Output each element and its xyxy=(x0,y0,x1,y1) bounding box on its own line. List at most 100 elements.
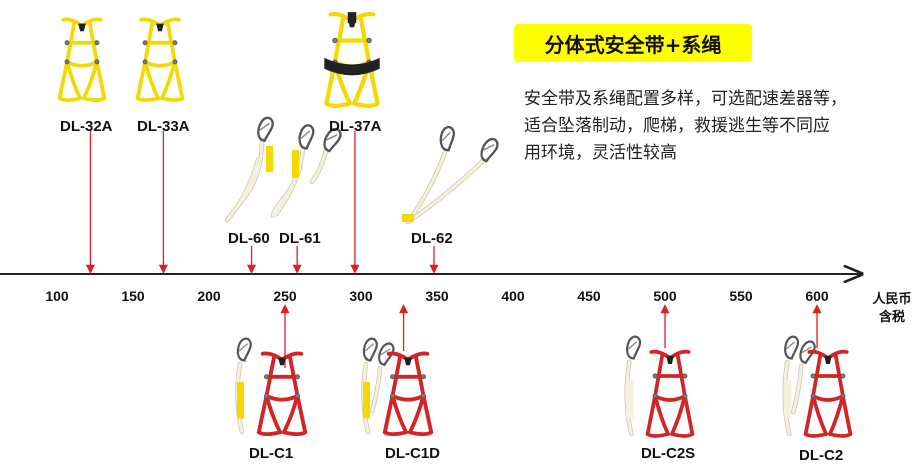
tick-label: 350 xyxy=(425,288,449,304)
model-label: DL-C2S xyxy=(641,445,696,462)
snap-hook-icon xyxy=(784,335,800,360)
model-label: DL-37A xyxy=(329,118,382,135)
snap-hook-icon xyxy=(439,125,455,152)
tick-label: 250 xyxy=(273,288,297,304)
snap-hook-icon xyxy=(257,116,274,143)
harness-back-plate xyxy=(78,23,86,32)
harness-strap xyxy=(828,394,845,436)
model-label: DL-C1D xyxy=(385,445,440,462)
harness-strap xyxy=(57,96,82,102)
harness-with-double-lanyard-icon xyxy=(361,337,434,437)
snap-hook-icon xyxy=(298,124,315,150)
harness-strap xyxy=(645,432,670,438)
harness-strap xyxy=(143,60,177,68)
tick-label: 600 xyxy=(805,288,829,304)
harness-strap xyxy=(653,394,670,436)
harness-buckle xyxy=(420,393,426,399)
tick-label: 200 xyxy=(197,288,221,304)
description-line: 安全带及系绳配置多样，可选配速差器等， xyxy=(524,89,847,109)
harness-strap xyxy=(135,96,160,102)
snap-hook-gate xyxy=(801,346,812,354)
snap-hook-icon xyxy=(378,342,395,367)
harness-strap xyxy=(324,101,353,108)
snap-hook-gate xyxy=(786,341,796,350)
harness-strap xyxy=(828,432,853,438)
snap-hook-body xyxy=(626,335,642,360)
snap-hook-body xyxy=(784,335,800,360)
harness-buckle xyxy=(390,393,396,399)
snap-hook-icon xyxy=(323,127,342,153)
snap-hook-icon xyxy=(626,335,642,360)
harness-d-ring-pad xyxy=(347,12,357,24)
harness-buckle xyxy=(64,59,70,65)
harness-back-plate xyxy=(824,356,832,364)
snap-hook-gate xyxy=(441,131,451,142)
harness-buckle xyxy=(294,374,300,380)
harness-buckle xyxy=(294,393,300,399)
tick-label: 450 xyxy=(577,288,601,304)
harness-buckle xyxy=(840,393,846,399)
snap-hook-gate xyxy=(364,343,374,352)
model-label: DL-33A xyxy=(137,118,190,135)
rope xyxy=(406,158,486,224)
rope-edge xyxy=(224,137,265,223)
harness-strap xyxy=(351,101,380,108)
section-title: 分体式安全带+系绳 xyxy=(514,24,752,62)
shock-absorber xyxy=(266,146,273,172)
model-label: DL-C2 xyxy=(799,447,844,464)
snap-hook-icon xyxy=(480,137,499,163)
snap-hook-body xyxy=(236,337,252,362)
snap-hook-gate xyxy=(326,134,338,141)
lanyard-connector xyxy=(402,214,414,222)
harness-icon xyxy=(645,349,695,438)
harness-strap xyxy=(281,393,300,435)
shock-absorber xyxy=(237,382,245,419)
tick-label: 400 xyxy=(501,288,525,304)
unit-label: 人民币 xyxy=(872,292,912,307)
harness-buckle xyxy=(390,374,396,380)
harness-buckle xyxy=(810,373,816,379)
harness-icon xyxy=(256,351,308,437)
snap-hook-gate xyxy=(628,341,638,350)
harness-buckle xyxy=(682,373,688,379)
harness-strap xyxy=(82,60,99,101)
snap-hook-icon xyxy=(799,340,816,365)
lanyard-rope xyxy=(370,366,382,413)
harness-strap xyxy=(390,393,426,402)
harness-back-plate xyxy=(156,23,164,32)
harness-icon xyxy=(57,17,107,102)
tick-label: 150 xyxy=(121,288,145,304)
snap-hook-body xyxy=(799,340,816,365)
harness-buckle xyxy=(264,374,270,380)
harness-with-lanyard-icon xyxy=(235,337,308,437)
snap-hook-body xyxy=(257,116,274,143)
snap-hook-gate xyxy=(483,144,495,151)
shock-absorber xyxy=(626,380,634,418)
harness-with-lanyard-icon xyxy=(624,335,695,438)
harness-buckle xyxy=(332,37,338,44)
harness-buckle xyxy=(94,59,100,65)
harness-back-plate xyxy=(278,357,286,366)
harness-strap xyxy=(390,393,409,435)
harness-strap xyxy=(653,394,687,402)
harness-back-plate xyxy=(666,356,674,364)
tick-label: 100 xyxy=(45,288,69,304)
harness-strap xyxy=(65,60,99,68)
harness-waist-belt xyxy=(324,57,380,76)
shock-absorber xyxy=(292,150,299,178)
harness-buckle xyxy=(840,373,846,379)
harness-buckle xyxy=(810,393,816,399)
harness-strap xyxy=(160,60,177,101)
harness-strap xyxy=(382,430,409,437)
harness-strap xyxy=(281,430,308,437)
rope xyxy=(406,148,448,224)
harness-buckle xyxy=(652,393,658,399)
harness-strap xyxy=(811,394,845,402)
harness-buckle xyxy=(652,373,658,379)
harness-buckle xyxy=(264,393,270,399)
harness-buckle xyxy=(64,40,70,46)
harness-strap xyxy=(264,393,300,402)
snap-hook-body xyxy=(480,137,499,163)
